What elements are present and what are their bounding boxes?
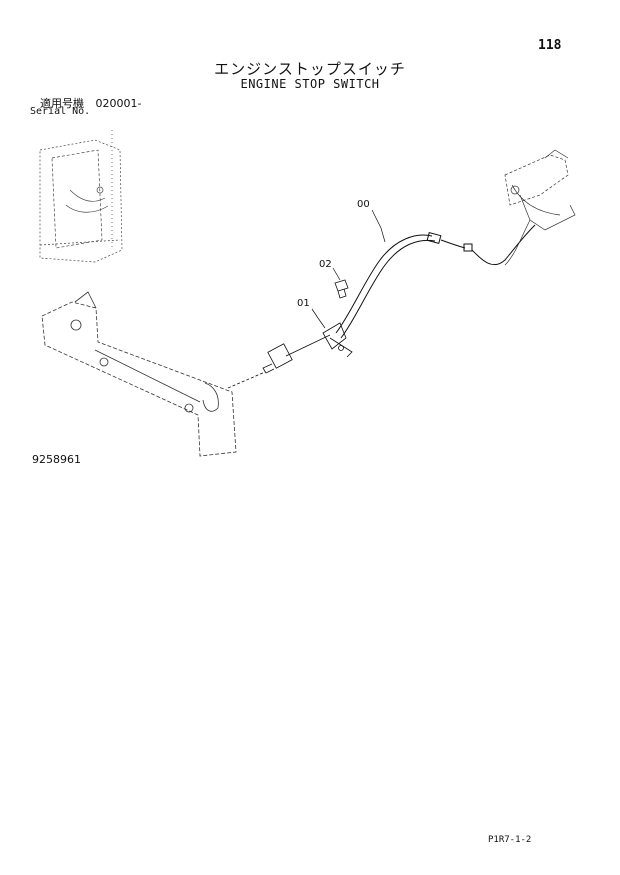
harness-cable xyxy=(335,224,536,339)
bolt xyxy=(334,279,349,299)
mounting-clamp xyxy=(322,322,353,358)
control-lever-inset xyxy=(504,149,576,266)
switch-connector xyxy=(227,334,331,389)
frame-bracket xyxy=(41,291,237,457)
applicability-label-jp: 適用号機 xyxy=(40,97,84,110)
callout-01: 01 xyxy=(297,298,310,309)
page-title-jp: エンジンストップスイッチ xyxy=(214,60,406,78)
serial-label-en: Serial No. xyxy=(30,106,91,117)
callout-00: 00 xyxy=(357,199,370,210)
serial-from: 020001- xyxy=(95,97,142,110)
applicability-line: 適用号機 020001- xyxy=(40,95,141,111)
callout-02: 02 xyxy=(319,259,332,270)
page-title-en: ENGINE STOP SWITCH xyxy=(240,77,380,91)
footer-code: P1R7-1-2 xyxy=(488,835,532,845)
drawing-number: 9258961 xyxy=(32,453,81,466)
page-number: 118 xyxy=(538,38,562,53)
engine-inset-illustration xyxy=(39,130,123,263)
